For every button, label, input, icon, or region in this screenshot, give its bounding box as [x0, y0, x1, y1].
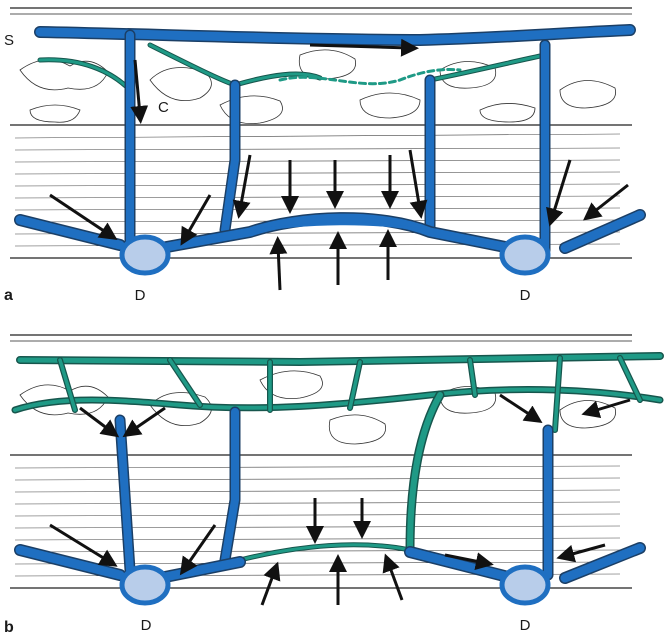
subcutaneous-fat — [10, 49, 632, 126]
panel-b: D D b — [4, 334, 664, 636]
skin-layer — [10, 334, 632, 342]
panel-a: S C D D a — [4, 7, 646, 304]
collateral-network — [37, 42, 548, 93]
collateral-network — [11, 352, 664, 563]
superficial-vein-label: S — [4, 32, 14, 49]
perforator-veins — [124, 29, 551, 256]
deep-vein-right — [499, 564, 551, 606]
deep-vein-branches — [14, 209, 646, 256]
deep-vein-left — [119, 564, 171, 606]
flow-arrows — [49, 393, 631, 606]
flow-arrows — [49, 38, 629, 291]
panel-label-a: a — [4, 287, 13, 304]
deep-vein-right — [499, 234, 551, 276]
panel-label-b: b — [4, 619, 14, 636]
perforator-veins — [114, 406, 554, 581]
skin-layer — [10, 7, 632, 15]
deep-vein-label-right: D — [520, 617, 531, 634]
subcutaneous-fat — [10, 370, 632, 456]
deep-vein-label-left: D — [141, 617, 152, 634]
deep-vein-label-right: D — [520, 287, 531, 304]
deep-vein-label-left: D — [135, 287, 146, 304]
deep-vein-left — [119, 234, 171, 276]
superficial-vein — [34, 24, 636, 46]
communicating-vein-label: C — [158, 99, 169, 116]
